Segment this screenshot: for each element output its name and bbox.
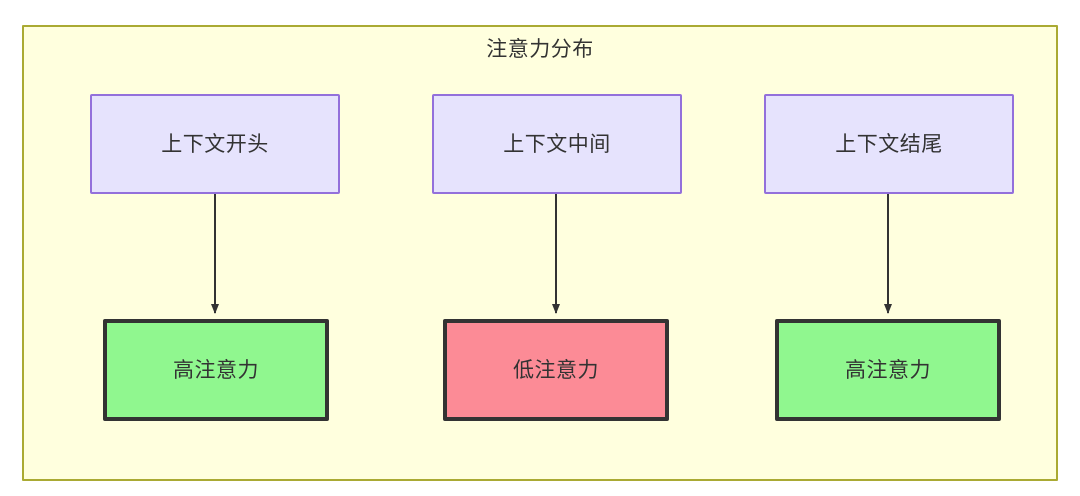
- node-attention-middle-label: 低注意力: [513, 358, 599, 382]
- node-attention-start[interactable]: 高注意力: [103, 319, 329, 421]
- node-context-start[interactable]: 上下文开头: [90, 94, 340, 194]
- node-context-start-label: 上下文开头: [161, 132, 269, 156]
- node-attention-start-label: 高注意力: [173, 358, 259, 382]
- node-context-end-label: 上下文结尾: [835, 132, 943, 156]
- node-attention-middle[interactable]: 低注意力: [443, 319, 669, 421]
- subgraph-title: 注意力分布: [486, 38, 594, 61]
- node-attention-end[interactable]: 高注意力: [775, 319, 1001, 421]
- node-attention-end-label: 高注意力: [845, 358, 931, 382]
- node-context-middle-label: 上下文中间: [503, 132, 611, 156]
- node-context-end[interactable]: 上下文结尾: [764, 94, 1014, 194]
- node-context-middle[interactable]: 上下文中间: [432, 94, 682, 194]
- attention-distribution-subgraph: 注意力分布 上下文开头 上下文中间 上下文结尾 高注意力: [22, 25, 1058, 481]
